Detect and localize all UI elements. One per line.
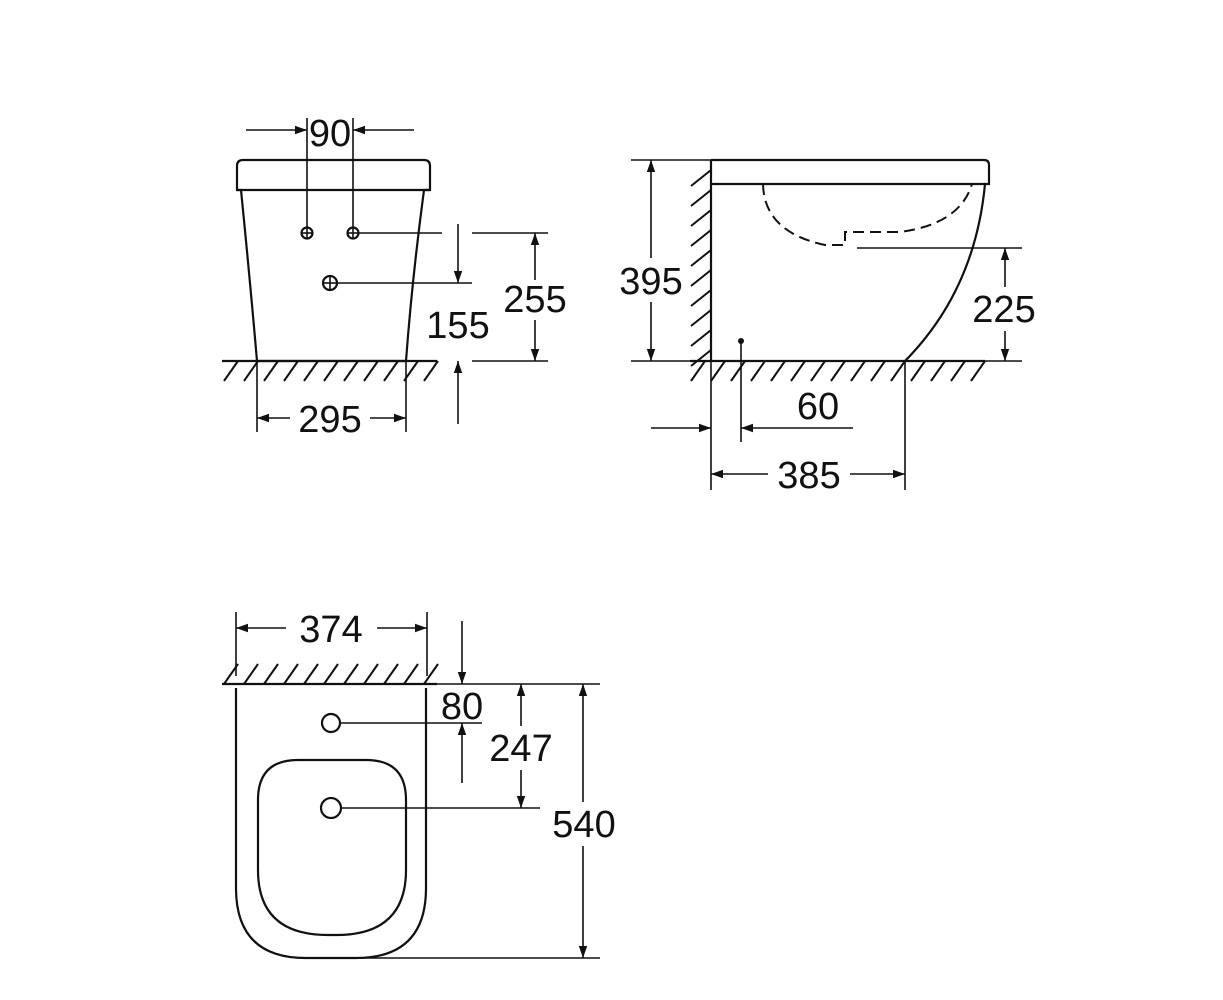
side-body-outline: [711, 158, 991, 362]
side-view: 395 225 60 385: [612, 158, 1044, 497]
top-body-outline: [234, 688, 428, 960]
side-hidden-bowl: [762, 183, 973, 246]
side-dim-395: 395: [619, 261, 682, 303]
front-dim-155: 155: [426, 305, 489, 347]
front-dim-295: 295: [298, 399, 361, 441]
top-tap-hole: [320, 712, 342, 734]
top-view: 374 80 247 540: [222, 609, 622, 960]
side-wall-hatch: [690, 169, 712, 367]
top-bowl-outline: [256, 758, 408, 937]
side-dim-60: 60: [797, 386, 839, 428]
front-dim-90: 90: [309, 113, 351, 155]
side-dim-225: 225: [972, 289, 1035, 331]
top-wall-hatch: [223, 663, 439, 685]
top-dim-247: 247: [489, 728, 552, 770]
top-dim-540: 540: [552, 804, 615, 846]
front-view: 90 295 155 255: [222, 113, 570, 441]
side-dim-385: 385: [777, 455, 840, 497]
front-dim-255: 255: [503, 279, 566, 321]
top-dim-80: 80: [441, 686, 483, 728]
top-drain-hole: [319, 796, 343, 820]
side-floor-hatch: [690, 360, 986, 382]
top-dim-374: 374: [299, 609, 362, 651]
front-body-outline: [235, 158, 432, 363]
front-floor-hatch: [223, 360, 439, 382]
